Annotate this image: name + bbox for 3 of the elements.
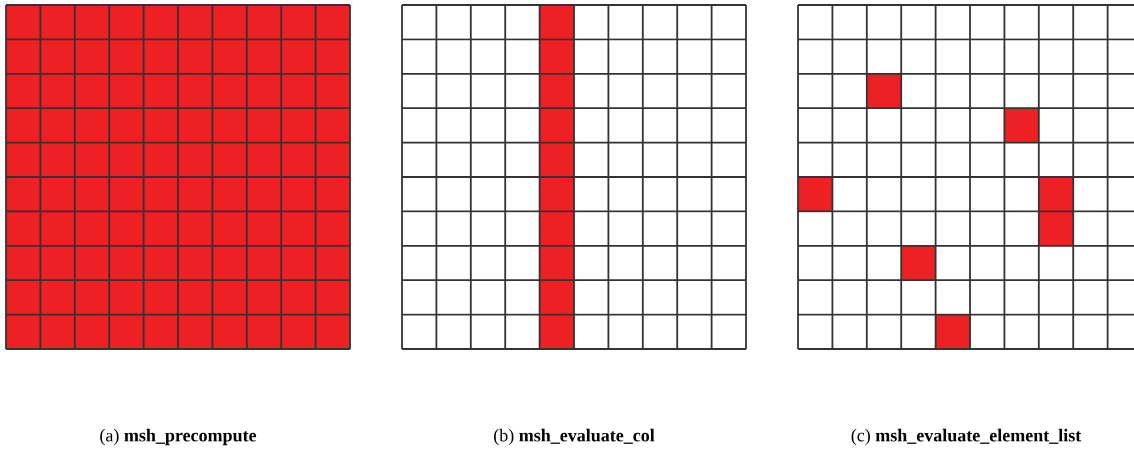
caption: (b) msh_evaluate_col	[494, 428, 655, 446]
caption: (c) msh_evaluate_element_list	[851, 428, 1082, 446]
caption: (a) msh_precompute	[100, 428, 257, 446]
